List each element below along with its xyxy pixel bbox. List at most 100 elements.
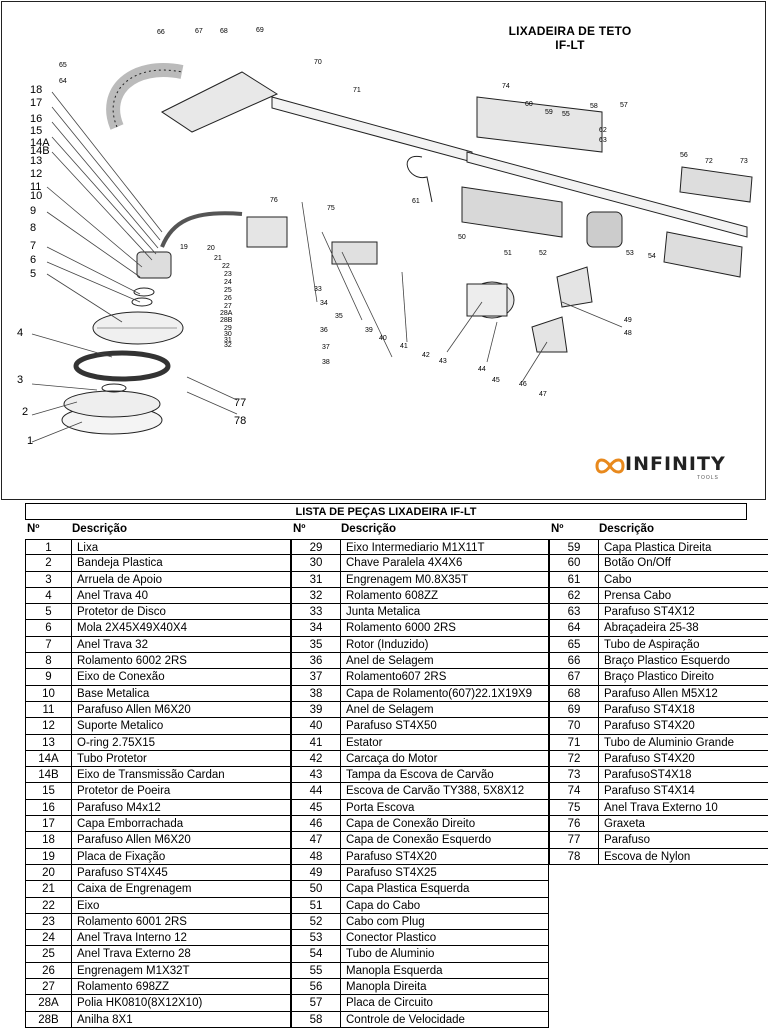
part-description: Anel Trava Interno 12 — [72, 930, 291, 947]
callout-41: 41 — [400, 343, 408, 350]
callout-33: 33 — [314, 286, 322, 293]
part-number: 73 — [549, 767, 599, 784]
callout-19: 19 — [180, 244, 188, 251]
part-description: Capa de Conexão Direito — [341, 816, 549, 833]
rotor-shape — [331, 241, 378, 265]
plastic-arm-shape — [161, 71, 279, 133]
part-number: 9 — [25, 669, 72, 686]
plastic-connector-shape — [586, 211, 623, 248]
part-number: 14B — [25, 767, 72, 784]
part-description: Anel de Selagem — [341, 701, 549, 719]
cable-shape — [406, 156, 433, 203]
callout-43: 43 — [439, 358, 447, 365]
callout-52: 52 — [539, 250, 547, 257]
callout-35: 35 — [335, 313, 343, 320]
part-description: Parafuso Allen M6X20 — [72, 701, 291, 719]
part-description: Prensa Cabo — [599, 588, 768, 605]
callout-16: 16 — [30, 113, 42, 125]
part-number: 56 — [291, 979, 341, 996]
callout-47: 47 — [539, 391, 547, 398]
part-number: 75 — [549, 799, 599, 817]
callout-64: 64 — [59, 78, 67, 85]
part-number: 67 — [549, 669, 599, 686]
part-number: 14A — [25, 750, 72, 768]
part-number: 17 — [25, 816, 72, 833]
callout-6: 6 — [30, 254, 36, 266]
part-number: 31 — [291, 571, 341, 588]
callout-34: 34 — [320, 300, 328, 307]
callout-26: 26 — [224, 295, 232, 302]
part-description: Capa de Conexão Esquerdo — [341, 832, 549, 849]
part-number: 20 — [25, 864, 72, 882]
part-number: 62 — [549, 587, 599, 605]
metal-base-shape — [136, 251, 172, 279]
part-description: Parafuso ST4X12 — [599, 604, 768, 621]
part-description: O-ring 2.75X15 — [72, 734, 291, 751]
callout-18: 18 — [30, 84, 42, 96]
part-number: 42 — [291, 750, 341, 768]
part-number: 54 — [291, 946, 341, 963]
part-number: 46 — [291, 816, 341, 833]
brand-name: INFINITY — [625, 453, 726, 475]
part-number: 55 — [291, 962, 341, 980]
grip-shape — [679, 166, 753, 203]
part-number: 27 — [25, 979, 72, 996]
part-description: Eixo de Conexão — [72, 669, 291, 686]
part-description: Parafuso ST4X18 — [599, 702, 768, 719]
callout-46: 46 — [519, 381, 527, 388]
part-number: 39 — [291, 701, 341, 719]
part-number: 32 — [291, 587, 341, 605]
part-description: Protetor de Disco — [72, 604, 291, 621]
nylon-brush-shape — [73, 350, 171, 382]
part-description: Arruela de Apoio — [72, 571, 291, 588]
part-number: 70 — [549, 718, 599, 735]
callout-9: 9 — [30, 205, 36, 217]
part-number: 78 — [549, 848, 599, 865]
callout-28a: 28A — [220, 310, 233, 317]
callout-57: 57 — [620, 102, 628, 109]
part-number: 49 — [291, 864, 341, 882]
part-number: 47 — [291, 832, 341, 849]
part-description: Mola 2X45X49X40X4 — [72, 620, 291, 637]
part-number: 74 — [549, 783, 599, 800]
part-number: 22 — [25, 897, 72, 914]
part-description: Capa Plastica Esquerda — [341, 881, 549, 898]
gearbox-shape — [246, 216, 288, 248]
part-number: 53 — [291, 930, 341, 947]
callout-13: 13 — [30, 155, 42, 167]
callout-68: 68 — [220, 28, 228, 35]
callout-14b: 14B — [30, 145, 50, 157]
big-aluminium-tube-shape — [271, 96, 473, 163]
callout-24: 24 — [224, 279, 232, 286]
callout-11: 11 — [30, 181, 41, 193]
callout-27: 27 — [224, 303, 232, 310]
infinity-logo-icon — [595, 458, 625, 474]
part-number: 11 — [25, 701, 72, 719]
part-description: Engrenagem M1X32T — [72, 962, 291, 980]
part-description: Parafuso ST4X20 — [599, 751, 768, 768]
